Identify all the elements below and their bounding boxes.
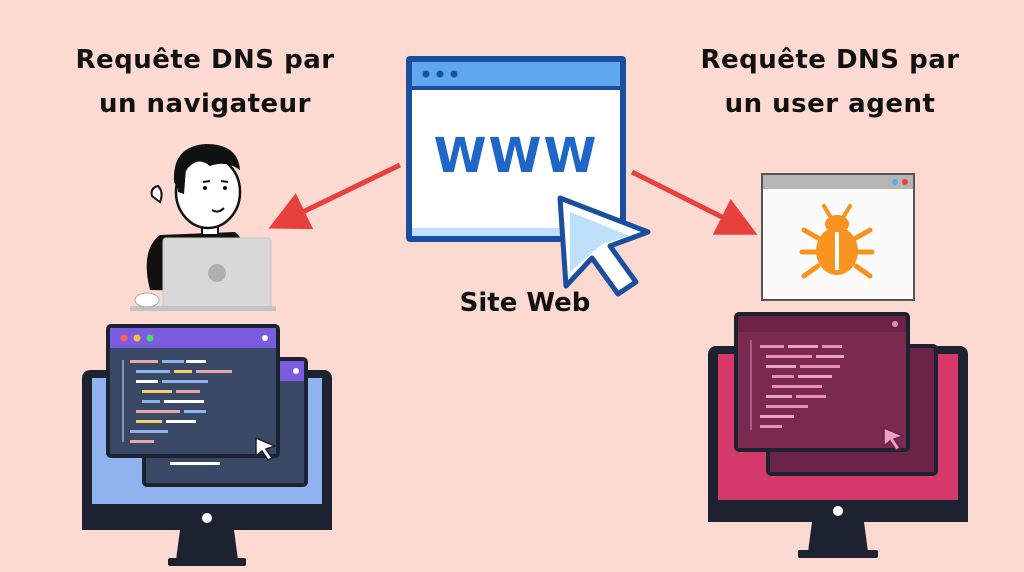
title-browser-dns-request: Requête DNS par un navigateur [40,38,370,126]
browser-window-icon [406,56,626,242]
title-right-line-1: Requête DNS par [700,45,960,75]
arrow-to-user-agent [630,169,758,235]
title-left-line-1: Requête DNS par [75,45,335,75]
code-monitor-icon [708,312,968,558]
bug-icon [799,204,875,279]
arrow-to-browser-user [268,162,402,230]
title-right-line-2: un user agent [724,89,936,119]
person-laptop-icon [130,144,276,311]
title-user-agent-dns-request: Requête DNS par un user agent [660,38,1000,126]
www-label: WWW [433,128,599,184]
code-monitor-icon [82,324,332,566]
title-left-line-2: un navigateur [98,89,312,119]
mouse-pointer-icon [557,195,651,297]
site-web-label: Site Web [459,288,591,318]
